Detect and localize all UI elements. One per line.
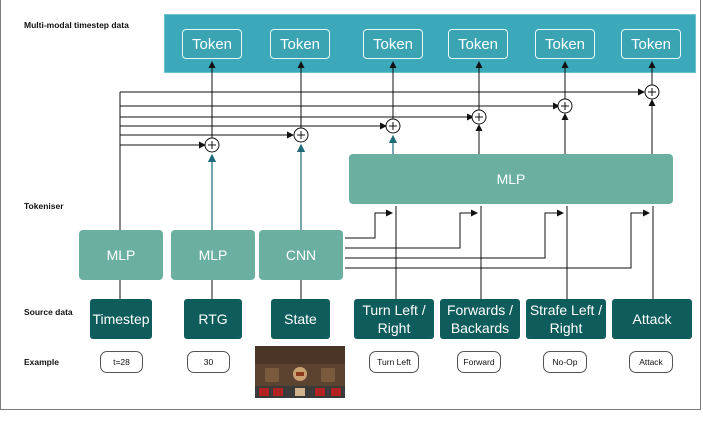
mlp-rtg-encoder: MLP (171, 230, 255, 280)
label-multimodal: Multi-modal timestep data (24, 20, 129, 30)
label-source-data: Source data (24, 307, 73, 317)
source-timestep: Timestep (90, 299, 152, 339)
example-state-image (255, 346, 345, 398)
token-band (164, 14, 696, 73)
token-5: Token (535, 29, 595, 59)
source-turn-line1: Turn Left / (362, 302, 426, 318)
example-attack: Attack (629, 351, 673, 373)
example-turn: Turn Left (369, 351, 419, 373)
token-6: Token (621, 29, 681, 59)
mlp-timestep-encoder: MLP (79, 230, 163, 280)
mlp-action-encoder: MLP (349, 154, 673, 204)
token-3: Token (363, 29, 423, 59)
source-forwards-line2: Backards (450, 320, 510, 336)
source-attack: Attack (612, 299, 692, 339)
example-forward: Forward (457, 351, 501, 373)
source-forwards-line1: Forwards / (446, 302, 514, 318)
token-2: Token (270, 29, 330, 59)
example-strafe: No-Op (543, 351, 587, 373)
token-4: Token (448, 29, 508, 59)
source-strafe-line1: Strafe Left / (529, 302, 603, 318)
label-tokeniser: Tokeniser (24, 201, 64, 211)
source-state: State (271, 299, 330, 339)
label-example: Example (24, 357, 59, 367)
source-strafe-line2: Right (549, 320, 583, 336)
source-forwards: Forwards / Backards (440, 299, 520, 339)
source-rtg: RTG (184, 299, 242, 339)
source-strafe: Strafe Left / Right (526, 299, 606, 339)
token-1: Token (182, 29, 242, 59)
example-rtg: 30 (187, 351, 230, 373)
example-timestep: t=28 (100, 351, 143, 373)
source-turn: Turn Left / Right (354, 299, 434, 339)
source-turn-line2: Right (377, 320, 411, 336)
cnn-state-encoder: CNN (259, 230, 343, 280)
diagram-frame (0, 0, 701, 410)
